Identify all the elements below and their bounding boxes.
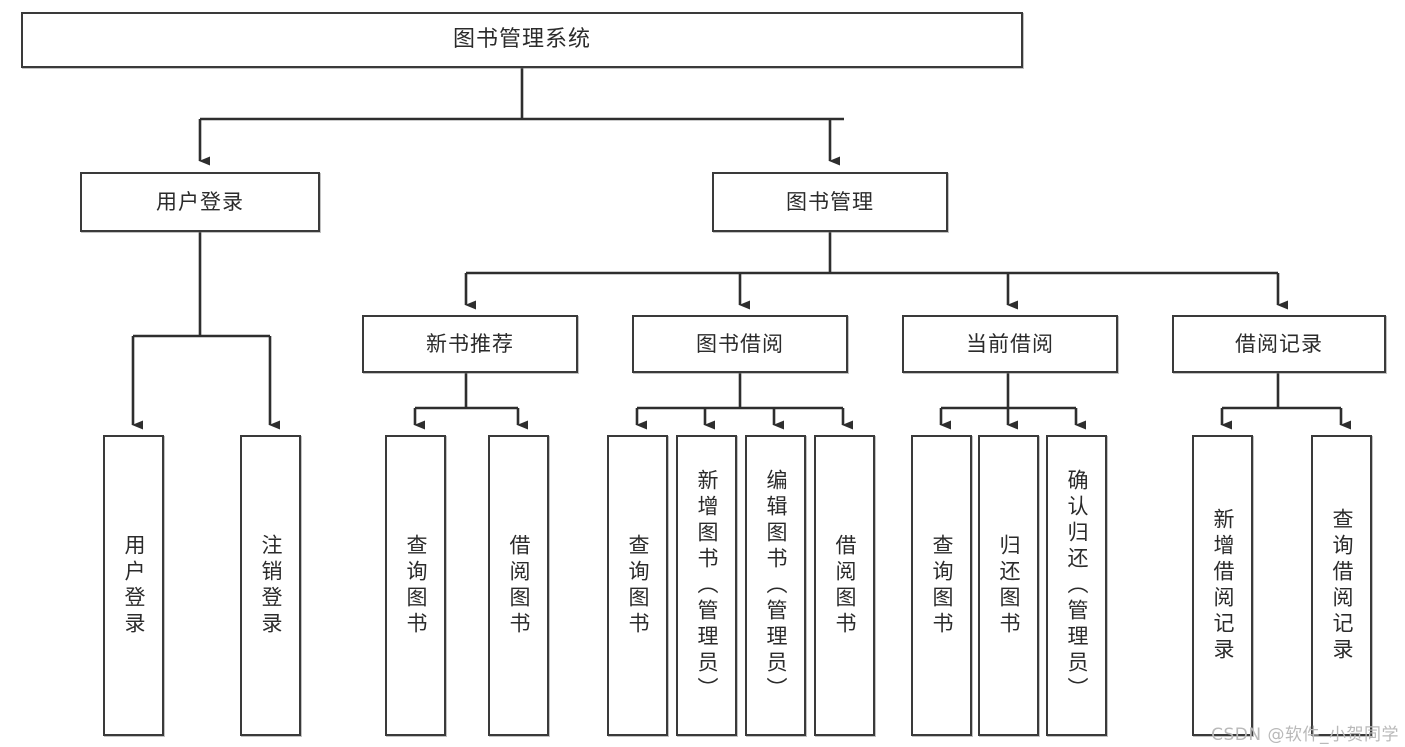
node-label: 查询图书 — [404, 533, 428, 638]
leaf-user-login-login[interactable]: 用户登录 — [103, 435, 164, 736]
node-label: 查询图书 — [626, 533, 650, 638]
node-label: 图书管理系统 — [452, 27, 591, 53]
node-label: 新增借阅记录 — [1211, 507, 1235, 664]
leaf-borrow-edit-book-admin[interactable]: 编辑图书（管理员） — [745, 435, 806, 736]
node-label: 借阅图书 — [507, 533, 531, 638]
leaf-borrow-query-book[interactable]: 查询图书 — [607, 435, 668, 736]
node-root-book-management-system[interactable]: 图书管理系统 — [21, 12, 1023, 68]
node-label: 新增图书（管理员） — [695, 468, 719, 703]
node-label: 借阅图书 — [833, 533, 857, 638]
leaf-borrow-borrow-book[interactable]: 借阅图书 — [814, 435, 875, 736]
leaf-user-login-logout[interactable]: 注销登录 — [240, 435, 301, 736]
leaf-current-query-book[interactable]: 查询图书 — [911, 435, 972, 736]
node-label: 注销登录 — [259, 533, 283, 638]
node-label: 确认归还（管理员） — [1065, 468, 1089, 703]
node-label: 当前借阅 — [966, 331, 1054, 356]
leaf-recommend-borrow-book[interactable]: 借阅图书 — [488, 435, 549, 736]
node-book-management[interactable]: 图书管理 — [712, 172, 948, 232]
leaf-current-return-book[interactable]: 归还图书 — [978, 435, 1039, 736]
node-label: 查询图书 — [930, 533, 954, 638]
node-label: 查询借阅记录 — [1330, 507, 1354, 664]
node-current-borrow[interactable]: 当前借阅 — [902, 315, 1118, 373]
leaf-current-confirm-return-admin[interactable]: 确认归还（管理员） — [1046, 435, 1107, 736]
leaf-recommend-query-book[interactable]: 查询图书 — [385, 435, 446, 736]
node-book-borrow[interactable]: 图书借阅 — [632, 315, 848, 373]
node-user-login[interactable]: 用户登录 — [80, 172, 320, 232]
node-label: 用户登录 — [122, 533, 146, 638]
node-label: 归还图书 — [997, 533, 1021, 638]
leaf-record-query-borrow-record[interactable]: 查询借阅记录 — [1311, 435, 1372, 736]
node-new-book-recommend[interactable]: 新书推荐 — [362, 315, 578, 373]
node-label: 用户登录 — [156, 189, 244, 214]
node-borrow-record[interactable]: 借阅记录 — [1172, 315, 1386, 373]
leaf-borrow-add-book-admin[interactable]: 新增图书（管理员） — [676, 435, 737, 736]
node-label: 图书管理 — [786, 189, 874, 214]
node-label: 借阅记录 — [1235, 331, 1323, 356]
node-label: 新书推荐 — [426, 331, 514, 356]
node-label: 编辑图书（管理员） — [764, 468, 788, 703]
node-label: 图书借阅 — [696, 331, 784, 356]
csdn-watermark: CSDN @软件_小贺同学 — [1211, 725, 1399, 745]
leaf-record-add-borrow-record[interactable]: 新增借阅记录 — [1192, 435, 1253, 736]
